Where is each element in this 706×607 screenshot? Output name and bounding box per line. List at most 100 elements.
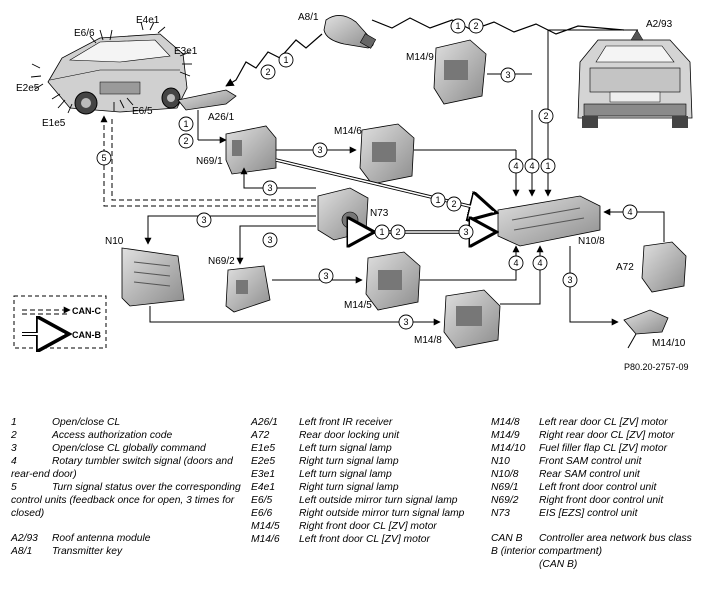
m14-9-motor-illustration: [433, 39, 487, 105]
legend-description: Left outside mirror turn signal lamp: [299, 495, 458, 506]
legend-key: N69/2: [491, 495, 519, 506]
legend-description: Fuel filler flap CL [ZV] motor: [539, 443, 667, 454]
legend-entry: N10/8 Rear SAM control unit: [491, 468, 701, 481]
legend-description: Left turn signal lamp: [299, 443, 392, 454]
legend-description: Front SAM control unit: [539, 456, 642, 467]
legend-description: Left rear door CL [ZV] motor: [539, 417, 668, 428]
legend-description: (CAN B): [539, 559, 578, 570]
legend-key: N10/8: [491, 469, 519, 480]
legend-key: 3: [11, 443, 17, 454]
m14-8-motor-illustration: [443, 289, 501, 349]
legend-entry: E6/5 Left outside mirror turn signal lamp: [251, 494, 481, 507]
transmitter-key-illustration: [323, 15, 377, 49]
legend-entry: E1e5 Left turn signal lamp: [251, 442, 481, 455]
legend-description: Right turn signal lamp: [299, 456, 399, 467]
label-n10: N10: [105, 236, 124, 247]
legend-description: Controller area network bus class B (int…: [491, 533, 692, 557]
m14-6-motor-illustration: [359, 123, 415, 185]
legend-description: Right rear door CL [ZV] motor: [539, 430, 675, 441]
legend-description: Left front door CL [ZV] motor: [299, 534, 430, 545]
n10-8-sam-illustration: [497, 195, 601, 247]
signal-number-labels: 1 2 2 1 1 2 2 3 3 4 4 1 5 3 1 2 3 3 1 2 …: [101, 21, 632, 327]
signal-num: 2: [543, 111, 548, 121]
signal-num: 4: [529, 161, 534, 171]
label-m14-6: M14/6: [334, 126, 362, 137]
legend-key: E6/6: [251, 508, 273, 519]
signal-num: 1: [545, 161, 550, 171]
legend-description: Right outside mirror turn signal lamp: [299, 508, 465, 519]
legend-key: M14/10: [491, 443, 526, 454]
label-n69-2: N69/2: [208, 256, 235, 267]
legend-description: Open/close CL globally command: [52, 443, 206, 454]
legend-key: 4: [11, 456, 17, 467]
bus-legend-can-b: CAN-B: [72, 330, 101, 340]
legend-description: Access authorization code: [52, 430, 173, 441]
legend-entry: N10 Front SAM control unit: [491, 455, 701, 468]
legend-entry: E2e5 Right turn signal lamp: [251, 455, 481, 468]
signal-num: 2: [183, 136, 188, 146]
legend-entry: M14/6 Left front door CL [ZV] motor: [251, 533, 481, 546]
suv-front-illustration: [47, 33, 188, 115]
legend-key: 5: [11, 482, 17, 493]
legend-description: Turn signal status over the correspondin…: [11, 482, 241, 519]
signal-num: 1: [455, 21, 460, 31]
a72-locking-unit-illustration: [641, 241, 687, 293]
signal-num: 2: [451, 199, 456, 209]
legend-key: E1e5: [251, 443, 276, 454]
legend-description: Left front IR receiver: [299, 417, 393, 428]
legend-description: Rear door locking unit: [299, 430, 400, 441]
legend-key: M14/6: [251, 534, 280, 545]
signal-num: 1: [435, 195, 440, 205]
legend-description: Transmitter key: [52, 546, 123, 557]
legend-entry: [491, 520, 701, 532]
signal-num: 3: [505, 70, 510, 80]
legend-description: EIS [EZS] control unit: [539, 508, 638, 519]
label-a72: A72: [616, 262, 634, 273]
legend-key: A2/93: [11, 533, 38, 544]
legend-key: M14/5: [251, 521, 280, 532]
signal-num: 1: [183, 119, 188, 129]
legend-description: Right front door control unit: [539, 495, 664, 506]
legend-key: E6/5: [251, 495, 273, 506]
signal-num: 4: [513, 161, 518, 171]
label-e1e5: E1e5: [42, 118, 66, 129]
signal-num: 3: [267, 235, 272, 245]
label-e3e1: E3e1: [174, 46, 198, 57]
signal-num: 5: [101, 153, 106, 163]
label-m14-8: M14/8: [414, 335, 442, 346]
signal-num: 2: [265, 67, 270, 77]
legend-description: Right front door CL [ZV] motor: [299, 521, 437, 532]
m14-5-motor-illustration: [365, 251, 421, 311]
signal-num: 3: [403, 317, 408, 327]
component-labels: A8/1 A2/93 M14/9 M14/6 A26/1 N69/1 N73 N…: [16, 12, 689, 372]
legend-key: 2: [11, 430, 17, 441]
vehicle-rear-illustration: [577, 29, 693, 128]
label-a8-1: A8/1: [298, 12, 319, 23]
signal-num: 4: [537, 258, 542, 268]
label-e6-6: E6/6: [74, 28, 95, 39]
label-e6-5: E6/5: [132, 106, 153, 117]
signal-num: 2: [473, 21, 478, 31]
m14-10-motor-illustration: [623, 309, 669, 349]
n69-1-unit-illustration: [225, 125, 277, 175]
legend-description: Rear SAM control unit: [539, 469, 640, 480]
legend-description: Right turn signal lamp: [299, 482, 399, 493]
legend-key: M14/8: [491, 417, 520, 428]
legend-key: A26/1: [251, 417, 278, 428]
label-n73: N73: [370, 208, 389, 219]
legend-key: N73: [491, 508, 510, 519]
legend-key: E2e5: [251, 456, 276, 467]
signal-num: 3: [323, 271, 328, 281]
legend-key: N10: [491, 456, 510, 467]
legend-key: N69/1: [491, 482, 519, 493]
label-n69-1: N69/1: [196, 156, 223, 167]
legend-description: Left front door control unit: [539, 482, 657, 493]
legend-description: Rotary tumbler switch signal (doors and …: [11, 456, 233, 480]
signal-num: 4: [513, 258, 518, 268]
